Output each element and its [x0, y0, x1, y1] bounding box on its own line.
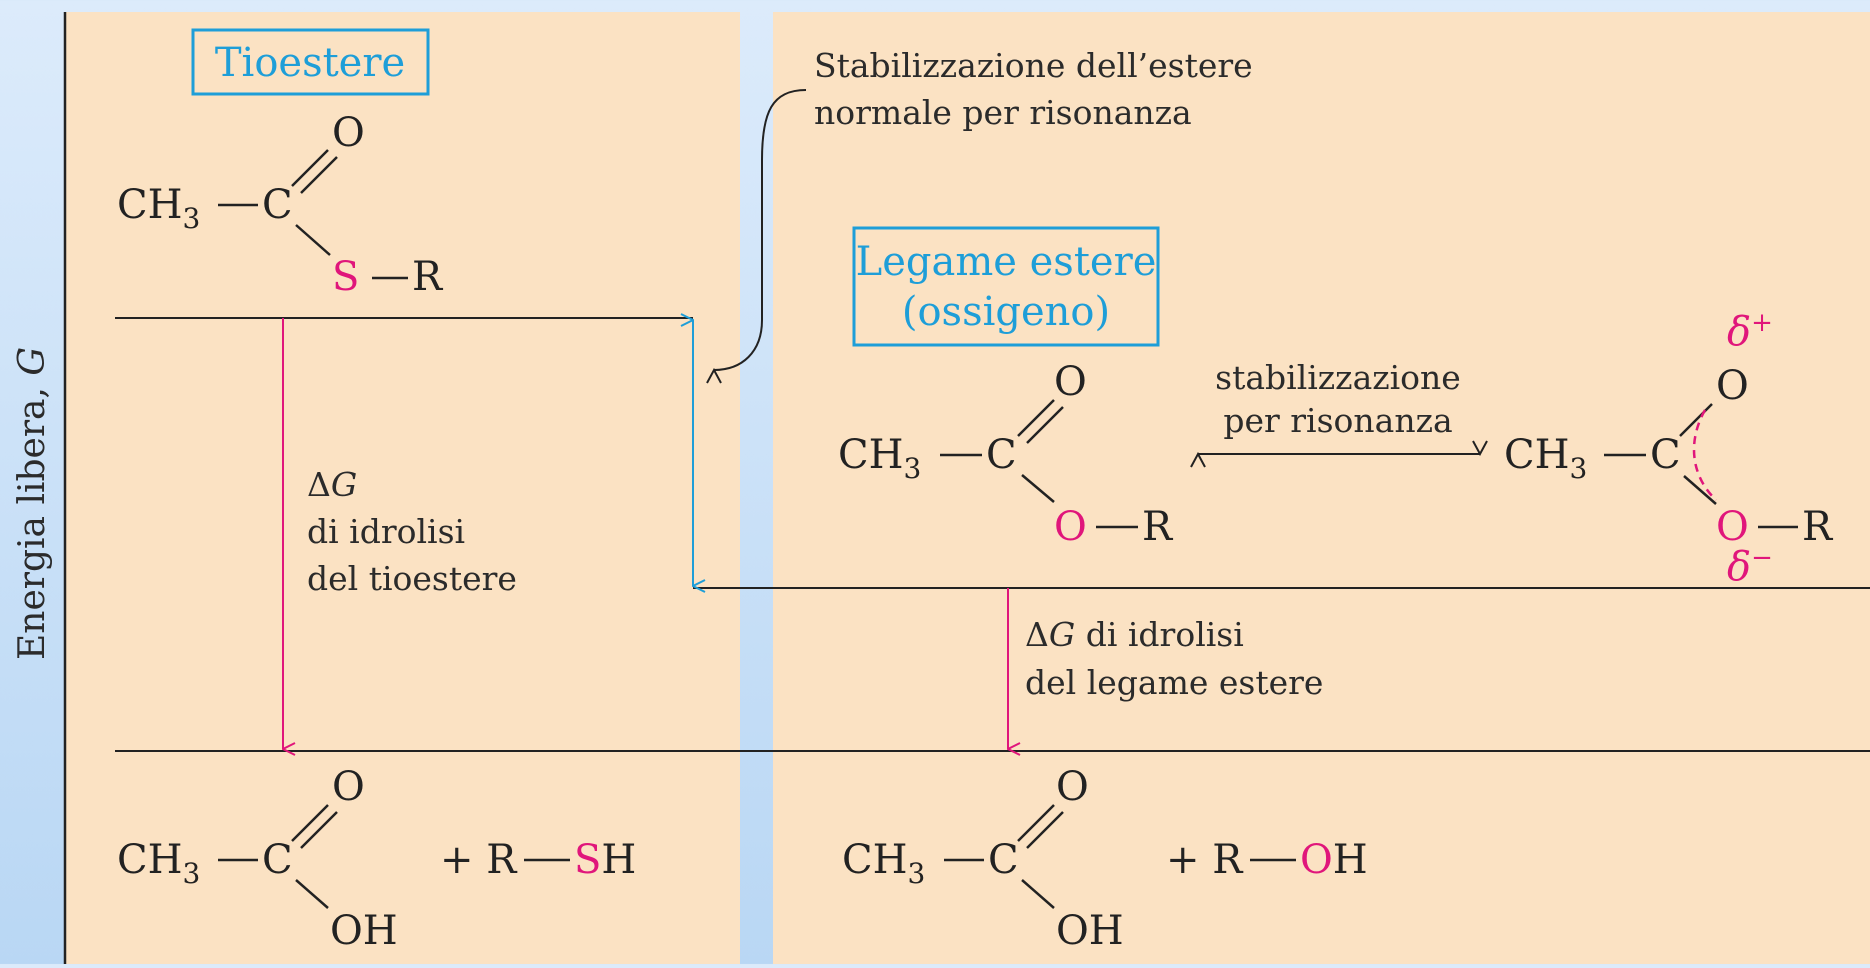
resonance-r: R [1802, 504, 1834, 550]
y-axis-label: Energia libera, G [12, 347, 53, 660]
product-right-oh: OH [1056, 908, 1124, 954]
left-panel [65, 12, 740, 964]
thioester-carbon: C [262, 182, 293, 228]
resonance-note-line2: normale per risonanza [814, 93, 1192, 132]
ester-title-line2: (ossigeno) [902, 289, 1110, 335]
product-right-carbon: C [988, 837, 1019, 883]
resonance-label-line2: per risonanza [1223, 401, 1452, 440]
product-right-oxygen: O [1056, 764, 1089, 810]
product-left-oxygen: O [332, 764, 365, 810]
resonance-note-arrow [714, 89, 807, 370]
thioester-sulfur: S [332, 254, 359, 300]
product-left-plus-r: + R [440, 837, 518, 883]
resonance-oxygen: O [1716, 504, 1749, 550]
ester-carbon: C [986, 432, 1017, 478]
resonance-carbonyl-oxygen: O [1716, 363, 1749, 409]
resonance-label-line1: stabilizzazione [1215, 358, 1461, 397]
product-left-carbon: C [262, 837, 293, 883]
ester-dg-line2: del legame estere [1025, 663, 1323, 702]
product-left-sh: SH [574, 837, 636, 883]
thioester-dg-line3: del tioestere [307, 559, 517, 598]
thioester-title: Tioestere [215, 40, 405, 86]
resonance-carbon: C [1650, 432, 1681, 478]
product-right-oh-alcohol: OH [1300, 837, 1368, 883]
thioester-r: R [412, 254, 444, 300]
product-left-ch3: CH3 [117, 837, 200, 890]
ester-oxygen: O [1054, 504, 1087, 550]
ester-r: R [1142, 504, 1174, 550]
ester-carbonyl-oxygen: O [1054, 359, 1087, 405]
delta-minus: δ− [1727, 543, 1773, 590]
products-right: CH3 C O OH + R OH [842, 764, 1368, 954]
ester-dg-line1: ΔG di idrolisi [1025, 615, 1244, 654]
product-right-ch3: CH3 [842, 837, 925, 890]
ester-ch3: CH3 [838, 432, 921, 485]
products-left: CH3 C O OH + R SH [117, 764, 636, 954]
product-left-oh: OH [330, 908, 398, 954]
thioester-title-box [191, 28, 430, 96]
delocalized-bond [1692, 409, 1717, 501]
thioester-dg-line2: di idrolisi [307, 512, 465, 551]
product-right-plus-r: + R [1166, 837, 1244, 883]
thioester-ch3: CH3 [117, 182, 200, 235]
thioester-dg-line1: ΔG [307, 465, 357, 504]
resonance-form-structure: δ+ O CH3 C O R δ− [1504, 308, 1834, 590]
resonance-ch3: CH3 [1504, 432, 1587, 485]
ester-title-line1: Legame estere [856, 239, 1157, 285]
thioester-structure: CH3 C O S R [117, 110, 444, 300]
ester-structure: CH3 C O O R [838, 359, 1174, 550]
resonance-note-line1: Stabilizzazione dell’estere [814, 46, 1253, 85]
ester-title-box [852, 226, 1160, 347]
thioester-oxygen: O [332, 110, 365, 156]
right-panel [773, 12, 1870, 964]
delta-plus: δ+ [1727, 308, 1773, 355]
